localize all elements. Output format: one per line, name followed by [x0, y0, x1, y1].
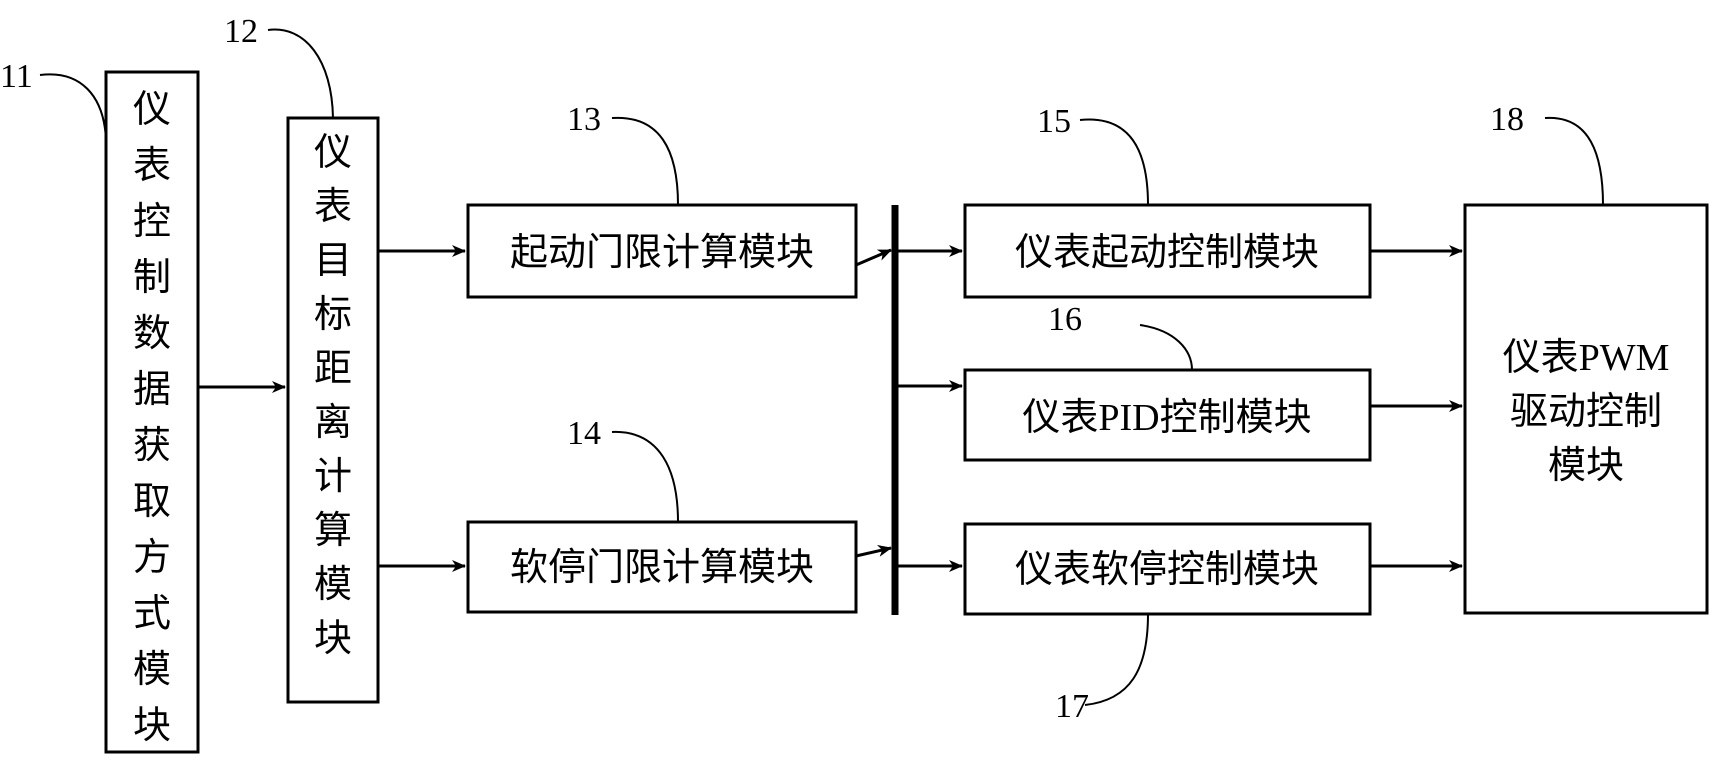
arrow-13-to-bus — [856, 250, 891, 265]
module-11-leader — [40, 74, 106, 140]
module-14-leader — [612, 432, 678, 522]
module-12-number: 12 — [224, 13, 258, 50]
module-17-label: 仪表软停控制模块 — [1015, 549, 1319, 591]
module-13-label: 起动门限计算模块 — [510, 232, 814, 274]
module-16-leader — [1140, 325, 1192, 370]
module-14-number: 14 — [567, 415, 601, 452]
module-16-number: 16 — [1048, 301, 1082, 338]
module-13-leader — [612, 118, 678, 205]
module-16-label: 仪表PID控制模块 — [1022, 397, 1311, 439]
module-18-label-line3: 模块 — [1548, 445, 1624, 487]
module-11: 仪表控制数据获取方式模块 — [106, 72, 198, 752]
module-15-leader — [1080, 120, 1148, 205]
arrow-14-to-bus — [856, 548, 891, 556]
module-15-label: 仪表起动控制模块 — [1015, 232, 1319, 274]
module-15-number: 15 — [1037, 103, 1071, 140]
module-17-leader — [1085, 614, 1148, 705]
module-11-number: 11 — [0, 58, 33, 95]
module-18-leader — [1545, 118, 1603, 205]
module-13-number: 13 — [567, 101, 601, 138]
module-17-number: 17 — [1055, 688, 1089, 725]
module-18-label-line2: 驱动控制 — [1510, 391, 1662, 433]
module-14-label: 软停门限计算模块 — [510, 547, 814, 589]
module-18-label-line1: 仪表PWM — [1503, 337, 1670, 379]
module-12: 仪表目标距离计算模块 — [288, 118, 378, 702]
module-18-number: 18 — [1490, 101, 1524, 138]
module-12-leader — [268, 30, 333, 118]
